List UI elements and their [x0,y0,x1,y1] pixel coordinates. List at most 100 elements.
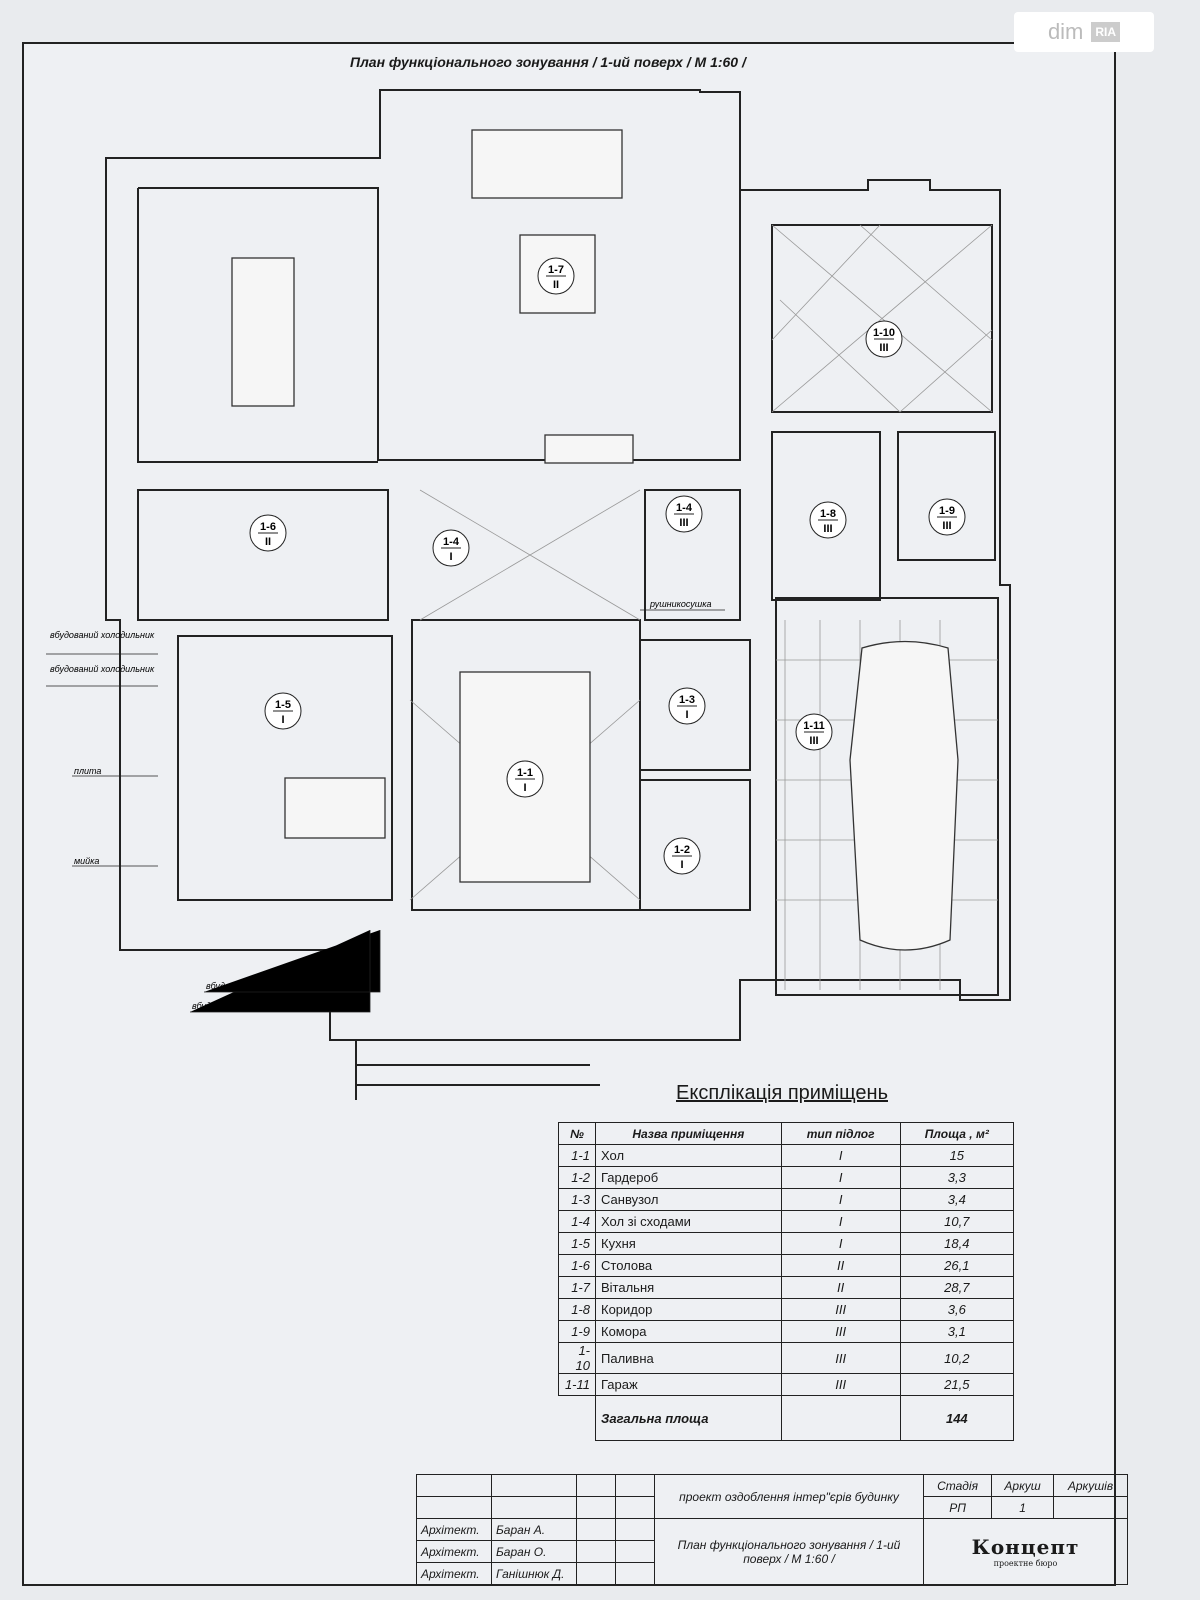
title-block: проект оздоблення інтер"єрів будинку Ста… [416,1474,1129,1585]
room-area: 3,3 [899,1166,1015,1189]
floor-type: III [780,1298,901,1321]
svg-text:I: I [281,714,284,726]
room-name: Паливна [595,1342,782,1374]
room-label-1-2: 1-2I [663,837,701,875]
svg-text:III: III [809,735,818,747]
room-name: Столова [595,1254,782,1277]
room-area: 21,5 [899,1373,1015,1396]
sheets-header: Аркушів [1052,1474,1129,1497]
svg-text:1-2: 1-2 [674,844,690,856]
room-name: Кухня [595,1232,782,1255]
col-floor-type: тип підлог [780,1122,901,1145]
oven-annotation: вбудована в пенал духовка [206,981,319,991]
room-label-1-5: 1-5I [264,692,302,730]
svg-text:1-7: 1-7 [548,264,564,276]
room-number: 1-2 [558,1166,596,1189]
drawing-name: План функціонального зонування / 1-ий по… [654,1518,924,1585]
person-name: Баран О. [491,1540,577,1563]
fridge-annotation: вбудований холодильник [50,664,155,674]
svg-text:I: I [680,859,683,871]
room-number: 1-7 [558,1276,596,1299]
annotations: вбудований холодильник вбудований холоди… [46,599,725,1013]
room-area: 28,7 [899,1276,1015,1299]
floor-type: III [780,1320,901,1343]
floor-type: I [780,1188,901,1211]
room-number: 1-8 [558,1298,596,1321]
total-value: 144 [899,1395,1015,1441]
floor-type: I [780,1210,901,1233]
svg-text:I: I [523,782,526,794]
svg-text:1-1: 1-1 [517,767,533,779]
floor-type: I [780,1166,901,1189]
col-name: Назва приміщення [595,1122,782,1145]
fridge-annotation: вбудований холодильник [50,630,155,640]
svg-text:1-5: 1-5 [275,699,291,711]
svg-text:1-4: 1-4 [443,536,460,548]
room-number: 1-5 [558,1232,596,1255]
svg-text:1-8: 1-8 [820,508,836,520]
svg-text:1-4: 1-4 [676,502,693,514]
explication-heading: Експлікація приміщень [676,1082,888,1104]
svg-text:II: II [553,279,559,291]
room-name: Гардероб [595,1166,782,1189]
room-label-1-6: 1-6II [249,514,287,552]
room-label-1-1: 1-1I [506,760,544,798]
role-label: Архітект. [416,1562,492,1585]
room-name: Хол [595,1144,782,1167]
room-number: 1-1 [558,1144,596,1167]
logo-text: Концепт [971,1535,1080,1559]
room-area: 15 [899,1144,1015,1167]
floor-type: I [780,1144,901,1167]
room-number: 1-3 [558,1188,596,1211]
stove-annotation: плита [74,766,101,776]
project-name: проект оздоблення інтер"єрів будинку [654,1474,924,1519]
room-number: 1-10 [558,1342,596,1374]
room-area: 10,7 [899,1210,1015,1233]
stage-value: РП [922,1496,993,1519]
svg-text:III: III [942,520,951,532]
svg-text:III: III [679,517,688,529]
person-name: Ганішнюк Д. [491,1562,577,1585]
explication-table: № Назва приміщення тип підлог Площа , м²… [558,1122,1015,1441]
room-name: Санвузол [595,1188,782,1211]
sheet-value: 1 [991,1496,1054,1519]
role-label: Архітект. [416,1518,492,1541]
room-name: Комора [595,1320,782,1343]
stage-header: Стадія [922,1474,993,1497]
svg-text:1-10: 1-10 [873,327,895,339]
floor-type: I [780,1232,901,1255]
room-area: 26,1 [899,1254,1015,1277]
room-area: 3,4 [899,1188,1015,1211]
room-name: Вітальня [595,1276,782,1299]
svg-text:II: II [265,536,271,548]
sink-annotation: мийка [74,856,99,866]
svg-text:1-11: 1-11 [803,720,824,732]
svg-text:III: III [879,342,888,354]
watermark-brand: dim [1047,19,1084,44]
room-area: 3,1 [899,1320,1015,1343]
col-no: № [558,1122,596,1145]
room-number: 1-9 [558,1320,596,1343]
room-area: 18,4 [899,1232,1015,1255]
floor-type: II [780,1254,901,1277]
room-area: 10,2 [899,1342,1015,1374]
room-number: 1-4 [558,1210,596,1233]
room-name: Хол зі сходами [595,1210,782,1233]
